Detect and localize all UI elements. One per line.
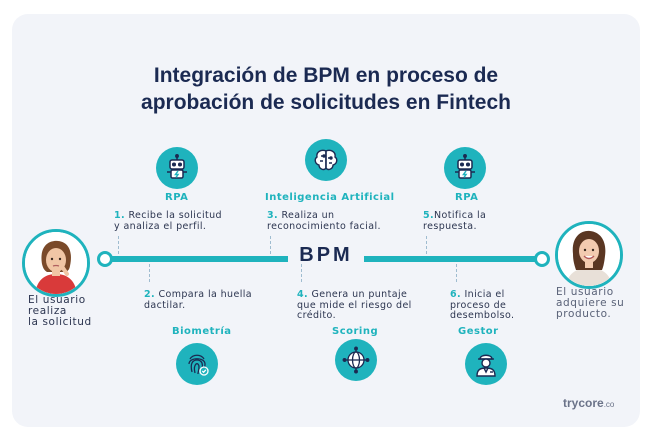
- step-line: Realiza un: [281, 210, 335, 221]
- robot-icon: [156, 147, 198, 189]
- brand-suffix: .co: [603, 400, 615, 409]
- tick-step-2: [149, 264, 150, 282]
- step-line: dactilar.: [144, 299, 186, 311]
- step-4-text: 4. Genera un puntaje que mide el riesgo …: [297, 289, 412, 322]
- background-card: [12, 14, 640, 427]
- caption-line: realiza: [28, 305, 67, 317]
- step-line: desembolso.: [450, 310, 515, 321]
- tick-step-1: [118, 236, 119, 254]
- title-line-1: Integración de BPM en proceso de: [153, 64, 499, 87]
- category-label-ia: Inteligencia Artificial: [265, 192, 395, 203]
- bpm-label: BPM: [288, 244, 364, 267]
- brain-circuit-icon: [305, 139, 347, 181]
- step-line: proceso de: [450, 299, 507, 311]
- step-number: 6.: [450, 289, 462, 300]
- start-user-caption: El usuario realiza la solicitud: [28, 295, 92, 328]
- step-number: 2.: [144, 289, 156, 300]
- network-globe-icon: [335, 339, 377, 381]
- step-line: Inicia el: [464, 289, 505, 300]
- step-number: 5.: [423, 210, 435, 221]
- fingerprint-icon: [176, 343, 218, 385]
- caption-line: El usuario: [556, 286, 614, 298]
- category-label-gestor: Gestor: [458, 326, 499, 337]
- tick-step-5: [426, 236, 427, 254]
- category-label-rpa-1: RPA: [165, 192, 189, 203]
- end-user-avatar: [555, 221, 623, 289]
- step-line: Genera un puntaje: [311, 289, 408, 300]
- caption-line: la solicitud: [28, 316, 92, 328]
- step-number: 3.: [267, 210, 279, 221]
- step-number: 4.: [297, 289, 309, 300]
- page-title: Integración de BPM en proceso de aprobac…: [0, 62, 652, 116]
- category-label-scoring: Scoring: [332, 326, 379, 337]
- step-line: y analiza el perfil.: [114, 220, 207, 232]
- step-3-text: 3. Realiza un reconocimiento facial.: [267, 210, 381, 232]
- step-line: Recibe la solicitud: [128, 210, 222, 221]
- step-1-text: 1. Recibe la solicitud y analiza el perf…: [114, 210, 222, 232]
- caption-line: El usuario: [28, 294, 86, 306]
- step-line: Notifica la: [434, 210, 487, 221]
- end-user-caption: El usuario adquiere su producto.: [556, 287, 624, 320]
- step-line: crédito.: [297, 310, 337, 321]
- category-label-rpa-2: RPA: [455, 192, 479, 203]
- step-2-text: 2. Compara la huella dactilar.: [144, 289, 253, 311]
- title-line-2: aprobación de solicitudes en Fintech: [141, 91, 511, 114]
- category-label-biometria: Biometría: [172, 326, 232, 337]
- brand-logo: trycore.co: [563, 396, 614, 410]
- caption-line: adquiere su: [556, 297, 625, 309]
- step-6-text: 6. Inicia el proceso de desembolso.: [450, 289, 515, 322]
- robot-icon: [444, 147, 486, 189]
- timeline-end-dot: [534, 251, 550, 267]
- manager-icon: [465, 343, 507, 385]
- step-line: que mide el riesgo del: [297, 299, 412, 311]
- step-line: Compara la huella: [158, 289, 253, 300]
- tick-step-3: [270, 236, 271, 254]
- step-number: 1.: [114, 210, 126, 221]
- step-5-text: 5.Notifica la respuesta.: [423, 210, 487, 232]
- start-user-avatar: [22, 229, 90, 297]
- tick-step-6: [456, 264, 457, 282]
- brand-name: trycore: [563, 396, 604, 410]
- tick-step-4: [301, 264, 302, 282]
- caption-line: producto.: [556, 308, 612, 320]
- timeline-start-dot: [97, 251, 113, 267]
- step-line: reconocimiento facial.: [267, 220, 381, 232]
- step-line: respuesta.: [423, 220, 477, 232]
